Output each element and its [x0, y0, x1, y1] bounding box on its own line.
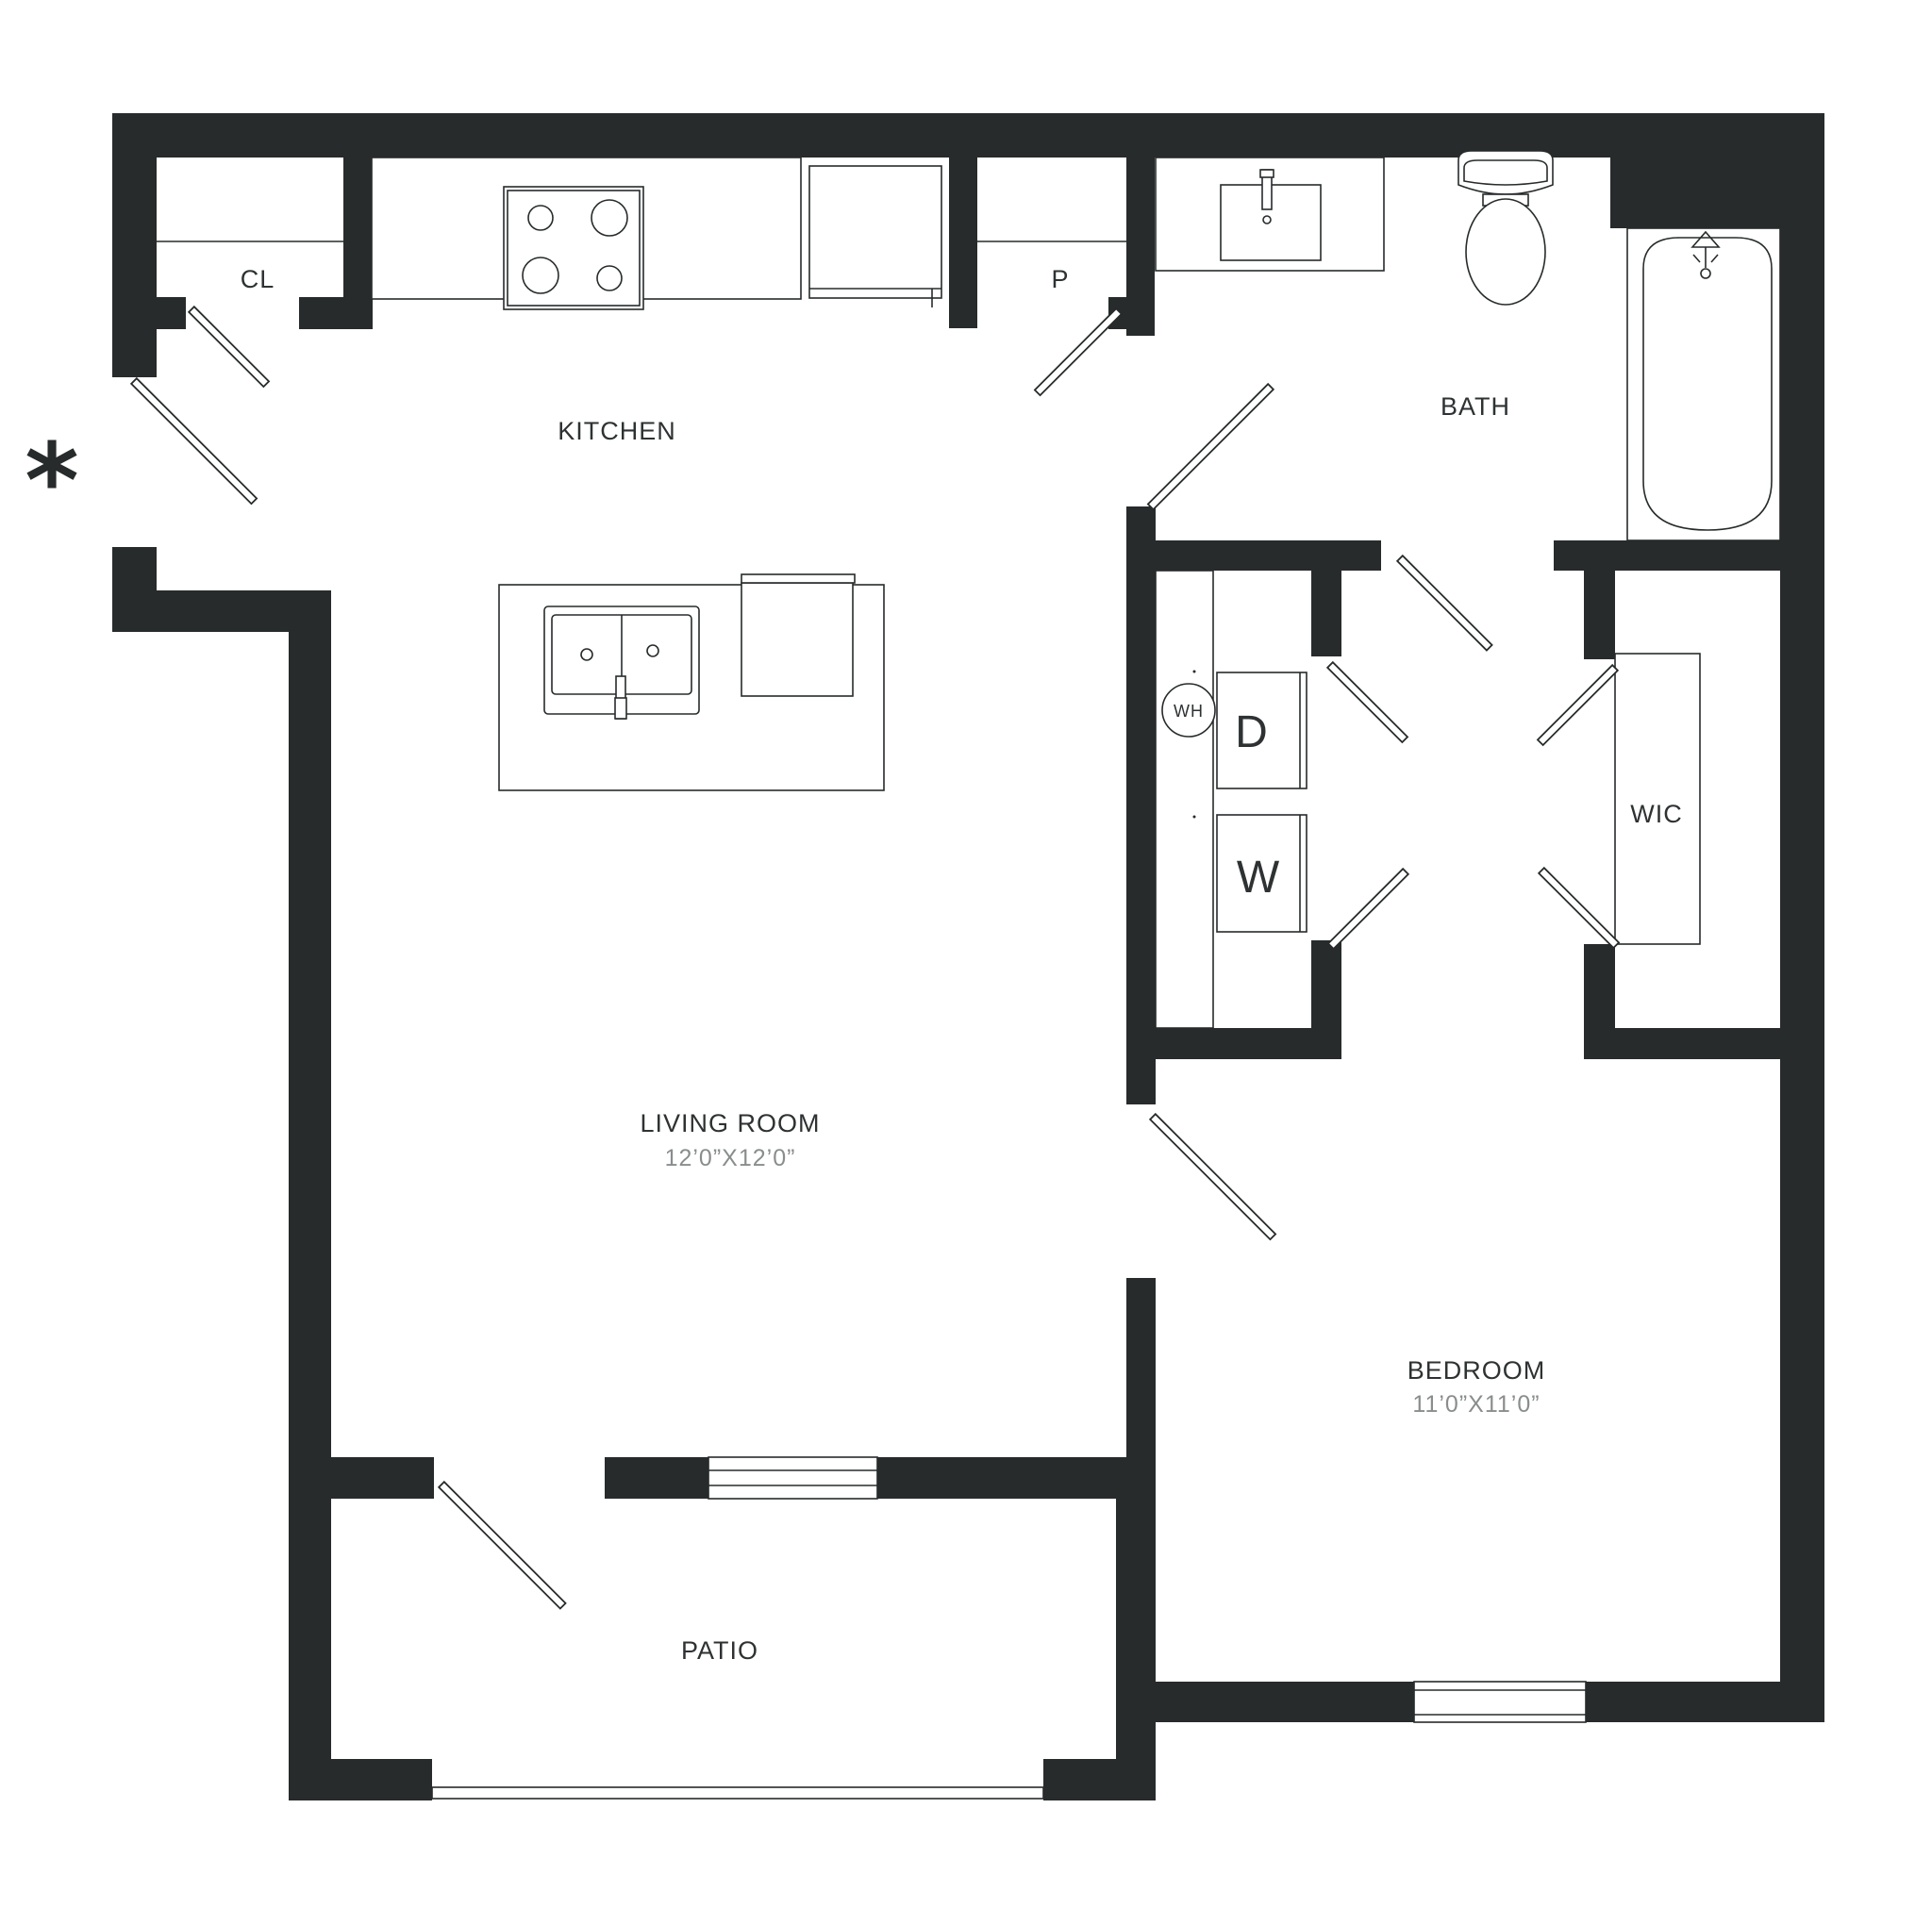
toilet — [1457, 150, 1554, 306]
wic-label: WIC — [1630, 800, 1682, 828]
labels: CL P KITCHEN BATH LIVING ROOM 12’0”X12’0… — [25, 265, 1682, 1665]
bedroom-label: BEDROOM — [1407, 1356, 1546, 1385]
wall-top — [112, 113, 1824, 158]
laundry — [1161, 670, 1307, 933]
laundry-door-upper — [1325, 660, 1409, 744]
pantry-door — [1033, 307, 1124, 397]
living-room-label: LIVING ROOM — [640, 1109, 820, 1137]
dishwasher — [741, 582, 854, 697]
kitchen-label: KITCHEN — [558, 417, 676, 445]
bath-fixtures — [1220, 150, 1781, 541]
patio-wall-right — [1116, 1457, 1156, 1800]
bedroom-dimensions: 11’0”X11’0” — [1412, 1391, 1540, 1418]
pantry-divider-left — [949, 151, 977, 328]
laundry-counter-edge — [1155, 570, 1214, 1029]
bath-label: BATH — [1441, 392, 1510, 421]
closet-label: CL — [241, 265, 275, 293]
kitchen-island — [498, 573, 885, 791]
bathtub — [1626, 227, 1781, 541]
patio-wall-top-right — [877, 1457, 1156, 1499]
wall-right — [1780, 113, 1824, 1722]
patio-wall-top-left — [331, 1457, 434, 1499]
doors — [129, 305, 1621, 1610]
range — [503, 186, 644, 310]
wic-stub-top — [1584, 540, 1615, 659]
laundry-stub-top — [1311, 540, 1341, 656]
water-heater — [1161, 683, 1216, 738]
dryer-label: D — [1235, 707, 1269, 757]
walls — [112, 113, 1824, 1800]
bedroom-window — [1413, 1681, 1587, 1723]
bedroom-wall-bottom-left — [1126, 1682, 1414, 1722]
patio-opening — [431, 1786, 1044, 1800]
laundry-wall-bottom — [1126, 1028, 1341, 1059]
patio-label: PATIO — [681, 1636, 758, 1665]
bath-door — [1146, 382, 1275, 511]
interior-wall-upper — [1126, 506, 1156, 1104]
bath-laundry-wall-left — [1126, 540, 1381, 571]
cabinetry — [157, 157, 1701, 1029]
laundry-door-lower — [1326, 867, 1410, 951]
closet-divider — [343, 151, 372, 328]
bedroom-wall-bottom-right — [1586, 1682, 1824, 1722]
wic-wall-bottom — [1584, 1028, 1824, 1059]
living-room-dimensions: 12’0”X12’0” — [665, 1145, 796, 1171]
water-heater-label: WH — [1174, 702, 1204, 721]
wic-door-lower — [1537, 866, 1621, 950]
bath-corner-block — [1610, 151, 1790, 228]
closet-door — [187, 305, 271, 389]
living-window — [708, 1456, 878, 1500]
entry-asterisk-icon: * — [25, 421, 79, 541]
washer-label: W — [1237, 853, 1280, 903]
bedroom-door — [1148, 1112, 1277, 1241]
pantry-label: P — [1051, 265, 1069, 293]
wall-left-upper — [112, 113, 157, 377]
patio-door — [437, 1480, 567, 1610]
patio-wall-window-stub — [605, 1457, 708, 1499]
entry-door — [129, 376, 258, 506]
wic-shelf — [1614, 653, 1701, 945]
patio-wall-bottom-left — [289, 1759, 432, 1800]
patio-wall-bottom-right — [1043, 1759, 1156, 1800]
wic-door-upper — [1536, 663, 1620, 747]
dryer — [1216, 672, 1307, 789]
refrigerator — [808, 165, 942, 299]
bath-inner-door — [1395, 554, 1493, 652]
closet-stub-left — [151, 297, 186, 329]
wall-left-main — [289, 590, 331, 1800]
washer — [1216, 814, 1307, 933]
windows — [431, 1456, 1587, 1800]
